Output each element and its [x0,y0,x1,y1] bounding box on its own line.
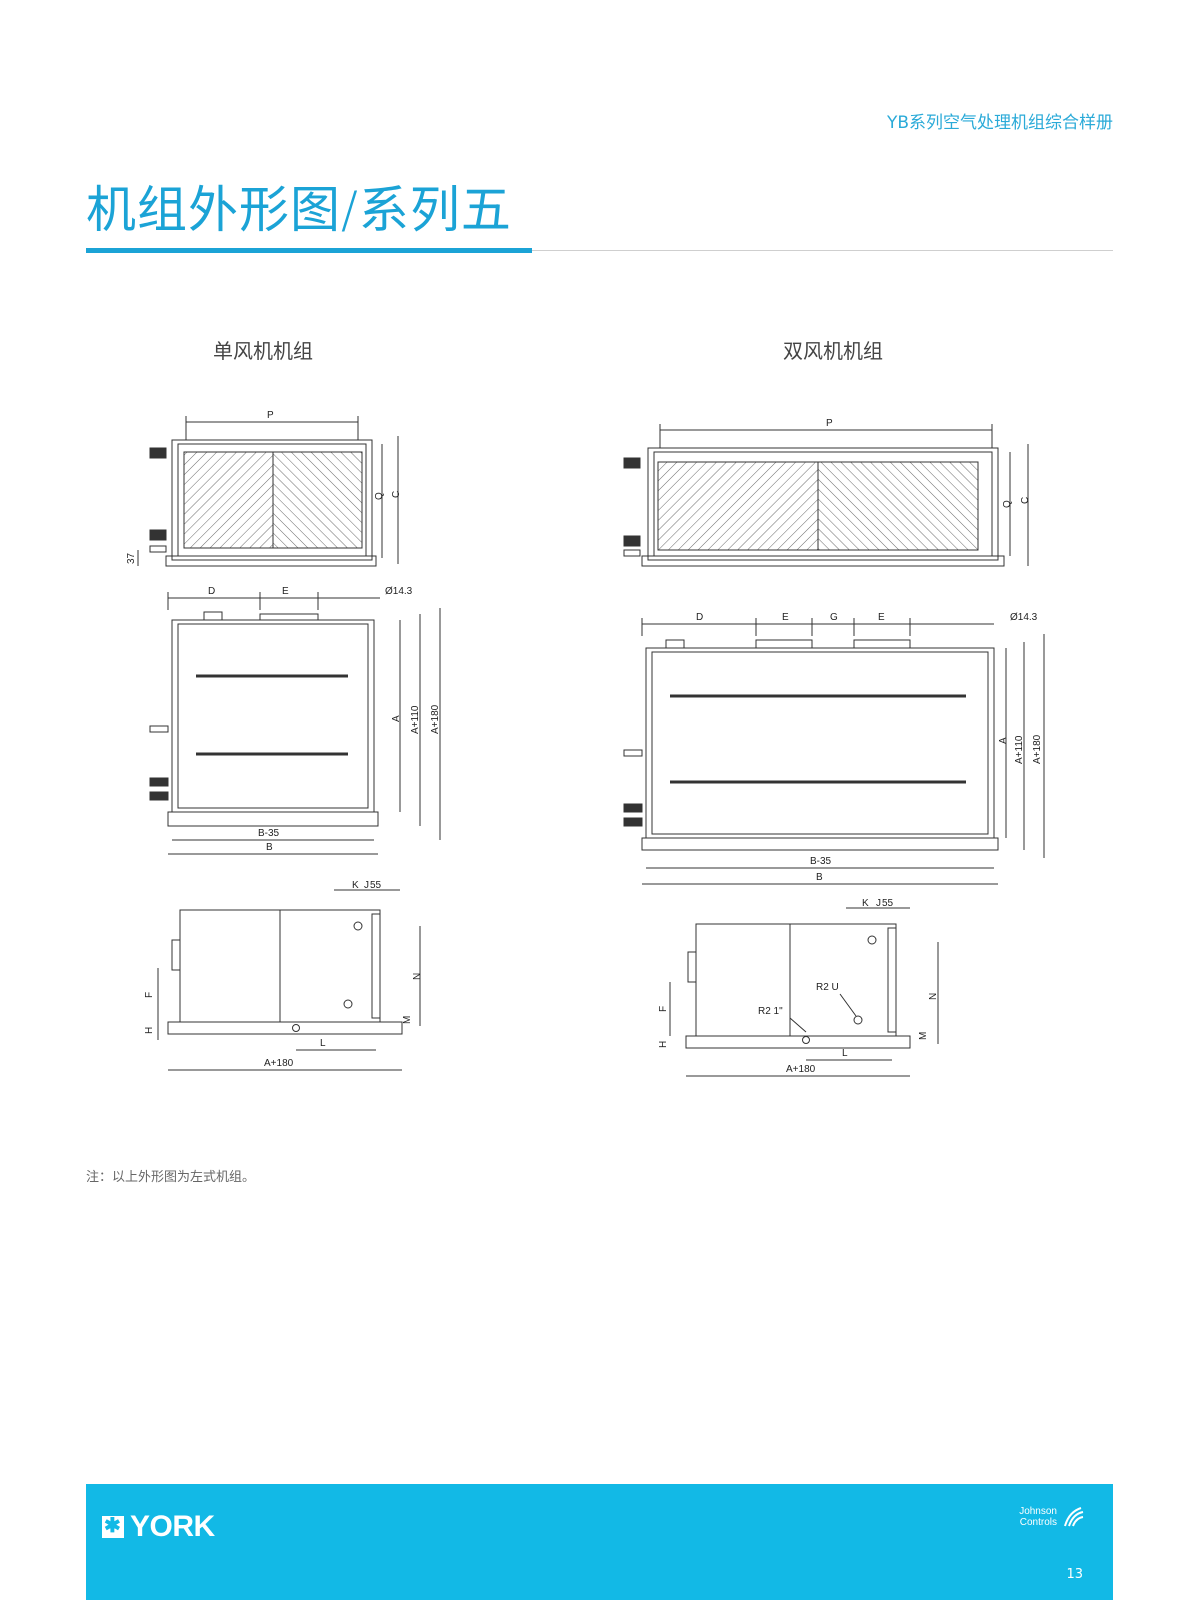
dim-E2-dual: E [878,612,885,623]
york-logo: YORK [102,1510,215,1544]
label-r21: R2 1" [758,1006,783,1017]
dim-F-dual: F [658,1006,669,1012]
dim-L-dual: L [842,1048,848,1059]
label-r2u: R2 U [816,982,839,993]
footer-bar: YORK Johnson Controls 13 [86,1484,1113,1600]
dim-K: K [352,880,359,891]
jc-line1: Johnson [1019,1506,1057,1517]
dim-J-dual: J [876,898,881,909]
dual-fan-heading: 双风机机组 [783,339,883,363]
dim-B-dual: B [816,872,823,883]
dim-A110-dual: A+110 [1014,735,1025,764]
dim-N-dual: N [928,993,939,1000]
york-snowflake-icon [102,1513,124,1538]
dim-G-dual: G [830,612,838,623]
jc-swirl-icon [1064,1507,1084,1527]
dim-J: J [364,880,369,891]
dim-M-dual: M [918,1032,929,1040]
dim-hole-dual: Ø14.3 [1010,612,1038,623]
dim-37-dual: 37 [610,556,613,568]
dim-A180-side: A+180 [264,1058,294,1069]
dim-P-dual: P [826,418,833,429]
title-divider [86,250,1113,251]
single-front-view: D E Ø14.3 A A+110 A+180 B-35 B [149,586,441,855]
dual-top-view: P Q C 37 [610,418,1031,568]
dual-front-view: D E G E Ø14.3 A A+110 A+180 B-35 B [623,612,1045,885]
footnote: 注：以上外形图为左式机组。 [86,1170,256,1185]
dim-55: 55 [370,880,382,891]
dim-M: M [402,1016,413,1024]
dim-H-dual: H [658,1041,669,1048]
dim-A110: A+110 [410,705,421,734]
single-fan-drawings: P Q C 37 D E Ø14.3 A A+ [126,410,441,1071]
dim-55-dual: 55 [882,898,894,909]
dim-Q: Q [374,492,385,500]
dim-37: 37 [126,552,137,564]
dim-A-dual: A [998,737,1009,744]
dim-E1-dual: E [782,612,789,623]
single-side-view: K J 55 F H N M L A+180 [144,880,423,1071]
dim-Q-dual: Q [1002,500,1013,508]
johnson-controls-logo: Johnson Controls [1019,1506,1085,1528]
dim-L: L [320,1038,326,1049]
single-fan-heading: 单风机机组 [213,339,313,363]
dim-F: F [144,992,155,998]
dim-C: C [391,491,402,498]
dim-B: B [266,842,273,853]
dim-A180-side-dual: A+180 [786,1064,816,1075]
dim-D-dual: D [696,612,703,623]
dual-fan-drawings: P Q C 37 D E G E Ø14.3 [610,418,1045,1077]
dim-H: H [144,1027,155,1034]
dim-E: E [282,586,289,597]
york-wordmark: YORK [130,1510,215,1543]
single-top-view: P Q C 37 [126,410,402,567]
jc-line2: Controls [1019,1517,1057,1528]
dim-B35-dual: B-35 [810,856,832,867]
page-title: 机组外形图/系列五 [86,181,512,239]
dim-A180: A+180 [430,704,441,734]
title-accent-bar [86,248,532,253]
catalog-title: YB系列空气处理机组综合样册 [886,113,1113,133]
dim-C-dual: C [1020,497,1031,504]
page-number: 13 [1066,1567,1083,1582]
dim-B35: B-35 [258,828,280,839]
dual-side-view: K J 55 R2 U R2 1" F H N M L A+180 [658,898,939,1077]
dim-N: N [412,973,423,980]
dim-A180-dual: A+180 [1032,734,1043,764]
dim-A: A [391,715,402,722]
dim-P: P [267,410,274,421]
dim-D: D [208,586,215,597]
dim-K-dual: K [862,898,869,909]
dim-hole: Ø14.3 [385,586,413,597]
